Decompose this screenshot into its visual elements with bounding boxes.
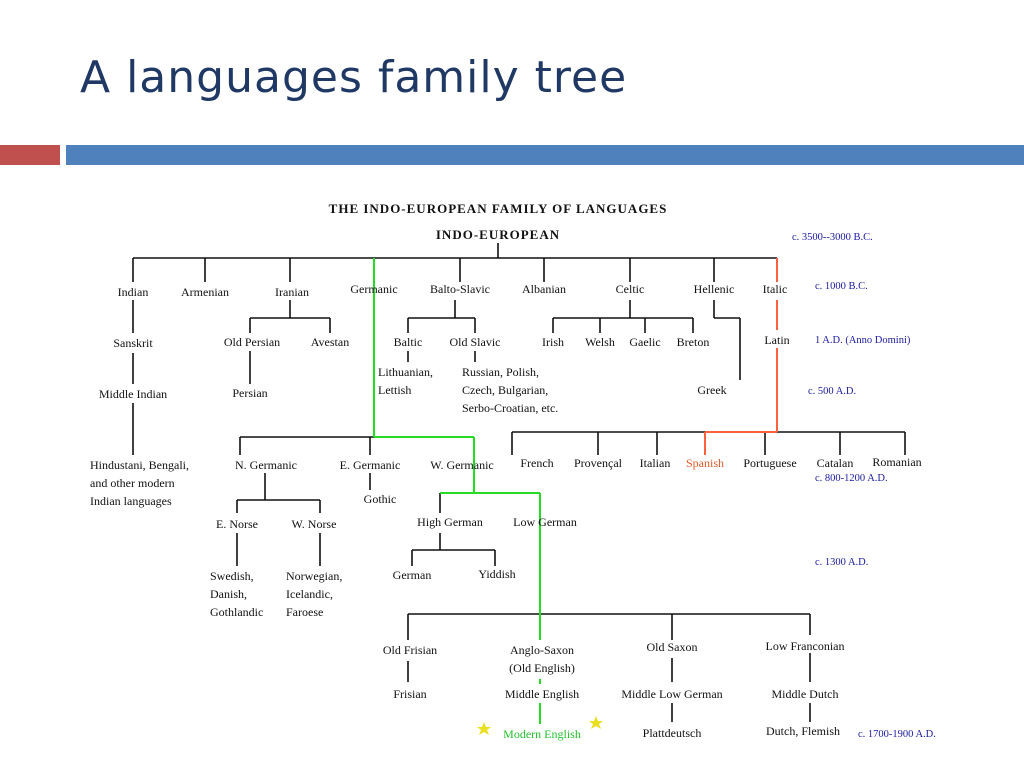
language-node: Catalan: [817, 456, 854, 470]
language-node-spanish: Spanish: [686, 456, 724, 470]
language-node: N. Germanic: [235, 458, 297, 472]
language-node: Baltic: [394, 335, 423, 349]
language-node: Old Persian: [224, 335, 280, 349]
spanish-lineage-path: [704, 258, 778, 455]
language-node: Middle Low German: [621, 687, 722, 701]
language-node: (Old English): [509, 661, 575, 675]
language-node: Icelandic,: [286, 587, 333, 601]
diagram-heading: THE INDO-EUROPEAN FAMILY OF LANGUAGES: [329, 201, 668, 216]
language-node: Romanian: [872, 455, 921, 469]
language-node: Latin: [764, 333, 789, 347]
language-node: Greek: [697, 383, 726, 397]
period-label: 1 A.D. (Anno Domini): [815, 335, 911, 346]
language-node: E. Norse: [216, 517, 258, 531]
language-node: Irish: [542, 335, 564, 349]
language-node: Breton: [677, 335, 710, 349]
language-node: Czech, Bulgarian,: [462, 383, 548, 397]
language-node: Low German: [513, 515, 577, 529]
language-node: Danish,: [210, 587, 247, 601]
branch-node: Italic: [763, 282, 788, 296]
language-node: Anglo-Saxon: [510, 643, 574, 657]
language-node: Gothlandic: [210, 605, 263, 619]
language-node: Norwegian,: [286, 569, 342, 583]
language-node: Swedish,: [210, 569, 254, 583]
language-node: Italian: [640, 456, 671, 470]
language-node: W. Norse: [292, 517, 337, 531]
language-node: Old Frisian: [383, 643, 437, 657]
branch-node: Germanic: [350, 282, 397, 296]
english-lineage-path: [373, 258, 541, 724]
language-node: Old Saxon: [647, 640, 698, 654]
language-node: W. Germanic: [430, 458, 494, 472]
period-label: c. 1300 A.D.: [815, 557, 868, 568]
language-node: German: [393, 568, 432, 582]
period-label: c. 800-1200 A.D.: [815, 473, 888, 484]
language-node: Middle Indian: [99, 387, 167, 401]
period-label: c. 3500--3000 B.C.: [792, 232, 873, 243]
branch-node: Celtic: [616, 282, 645, 296]
period-label: c. 1700-1900 A.D.: [858, 729, 936, 740]
branch-node: Iranian: [275, 285, 309, 299]
language-node: E. Germanic: [340, 458, 401, 472]
modern-english-sparkles: [477, 716, 603, 735]
period-label: c. 500 A.D.: [808, 386, 856, 397]
language-node: Persian: [232, 386, 267, 400]
branch-node: Albanian: [522, 282, 566, 296]
language-node: Yiddish: [478, 567, 515, 581]
star-icon: [477, 722, 491, 735]
branch-node: Balto-Slavic: [430, 282, 490, 296]
language-node: Old Slavic: [450, 335, 501, 349]
language-node: Gothic: [364, 492, 397, 506]
star-icon: [589, 716, 603, 729]
language-node: and other modern: [90, 476, 175, 490]
title-accent-bar-red: [0, 145, 60, 165]
language-node: Plattdeutsch: [643, 726, 702, 740]
language-node: Provençal: [574, 456, 623, 470]
language-node: Middle English: [505, 687, 579, 701]
language-node: Dutch, Flemish: [766, 724, 840, 738]
language-node: Indian languages: [90, 494, 172, 508]
language-node: French: [520, 456, 553, 470]
language-node: Frisian: [393, 687, 426, 701]
language-node: Russian, Polish,: [462, 365, 539, 379]
language-node: Avestan: [311, 335, 349, 349]
language-node-modern-english: Modern English: [503, 727, 581, 741]
period-label: c. 1000 B.C.: [815, 281, 868, 292]
language-node: Middle Dutch: [772, 687, 839, 701]
root-node: INDO-EUROPEAN: [436, 227, 560, 242]
branch-node: Indian: [118, 285, 149, 299]
language-node: Sanskrit: [113, 336, 153, 350]
language-node: Portuguese: [743, 456, 796, 470]
language-node: High German: [417, 515, 483, 529]
slide-title: A languages family tree: [80, 52, 628, 103]
language-node: Low Franconian: [766, 639, 845, 653]
language-node: Hindustani, Bengali,: [90, 458, 189, 472]
branch-node: Hellenic: [694, 282, 735, 296]
language-node: Lithuanian,: [378, 365, 433, 379]
language-node: Serbo-Croatian, etc.: [462, 401, 558, 415]
title-accent-bar-blue: [66, 145, 1024, 165]
language-node: Faroese: [286, 605, 323, 619]
language-node: Gaelic: [629, 335, 660, 349]
language-node: Welsh: [585, 335, 615, 349]
branch-node: Armenian: [181, 285, 229, 299]
language-node: Lettish: [378, 383, 411, 397]
